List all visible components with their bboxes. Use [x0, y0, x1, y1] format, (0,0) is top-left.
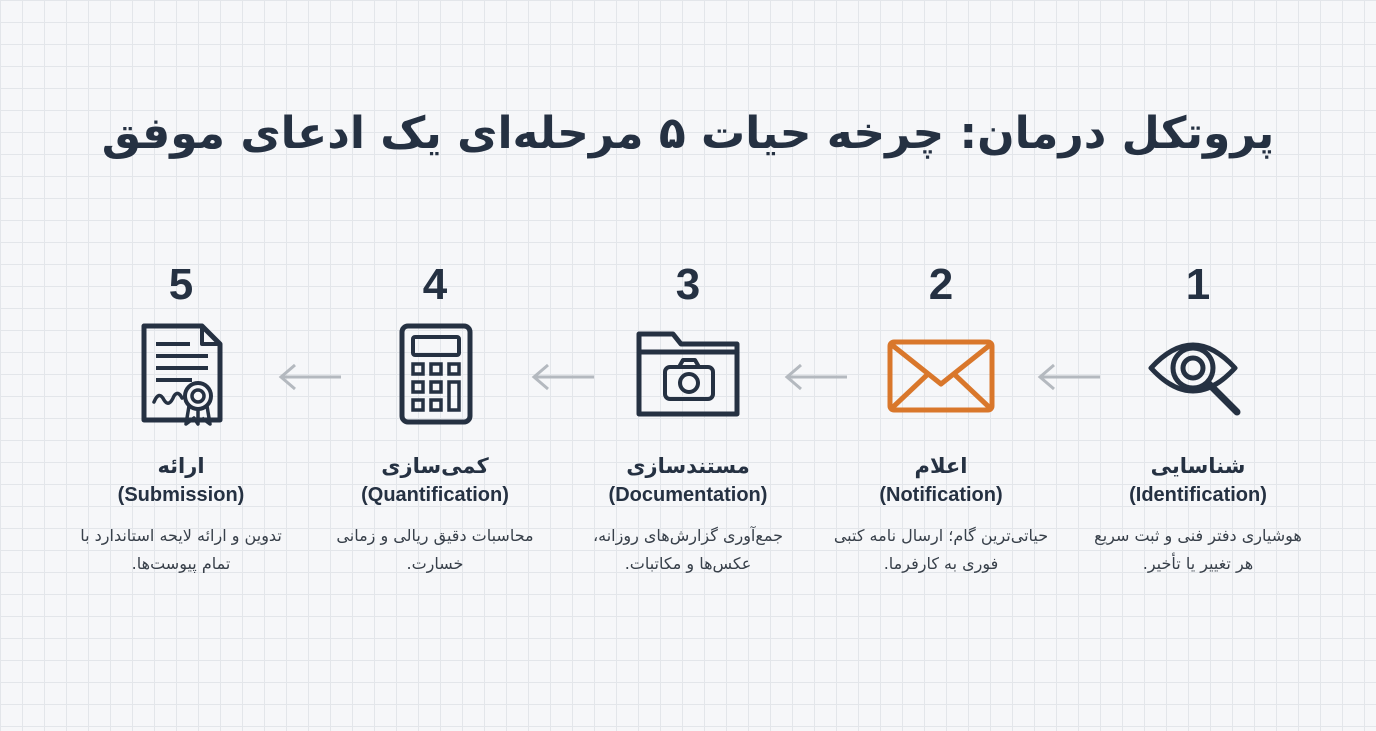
certificate-document-icon	[141, 323, 223, 426]
step-name-en: (Identification)	[1129, 484, 1267, 506]
step-name-en: (Documentation)	[608, 484, 768, 506]
step-name: مستندسازی	[626, 454, 750, 478]
step-name: اعلام	[914, 454, 968, 478]
step-submission: 5 ارائه (Submission) تدوین و ارائه لایحه…	[61, 258, 301, 578]
step-description: محاسبات دقیق ریالی و زمانی خسارت.	[336, 526, 534, 573]
step-name-en: (Quantification)	[361, 484, 509, 506]
step-documentation: 3 مستندسازی (Documentation) جمع‌آوری گزا…	[568, 258, 808, 578]
step-number: 5	[168, 260, 194, 309]
step-description: هوشیاری دفتر فنی و ثبت سریع هر تغییر یا …	[1094, 526, 1302, 573]
arrow-left-icon	[784, 363, 847, 391]
step-description: حیاتی‌ترین گام؛ ارسال نامه کتبی فوری به …	[833, 526, 1049, 573]
step-number: 4	[422, 260, 448, 309]
step-quantification: 4 کمی‌سازی (Quantification) محاسبات دقیق…	[315, 258, 555, 578]
eye-search-icon	[1148, 342, 1241, 416]
folder-camera-icon	[636, 331, 740, 417]
step-number: 3	[675, 260, 701, 309]
arrow-left-icon	[1037, 363, 1100, 391]
step-identification: 1 شناسایی (Identification) هوشیاری دفتر …	[1078, 258, 1318, 578]
diagram-title: پروتکل درمان: چرخه حیات ۵ مرحله‌ای یک اد…	[101, 108, 1275, 159]
arrow-left-icon	[278, 363, 341, 391]
step-name-en: (Submission)	[117, 484, 245, 506]
step-name: کمی‌سازی	[381, 454, 489, 478]
calculator-icon	[399, 323, 473, 425]
arrow-left-icon	[531, 363, 594, 391]
envelope-icon	[887, 339, 995, 413]
step-number: 2	[928, 260, 954, 309]
step-description: جمع‌آوری گزارش‌های روزانه، عکس‌ها و مکات…	[592, 526, 784, 573]
step-description: تدوین و ارائه لایحه استاندارد با تمام پی…	[80, 526, 282, 573]
step-notification: 2 اعلام (Notification) حیاتی‌ترین گام؛ ا…	[821, 258, 1061, 578]
step-name-en: (Notification)	[879, 484, 1003, 506]
step-name: شناسایی	[1150, 454, 1246, 478]
step-name: ارائه	[157, 454, 205, 478]
step-number: 1	[1185, 260, 1211, 309]
